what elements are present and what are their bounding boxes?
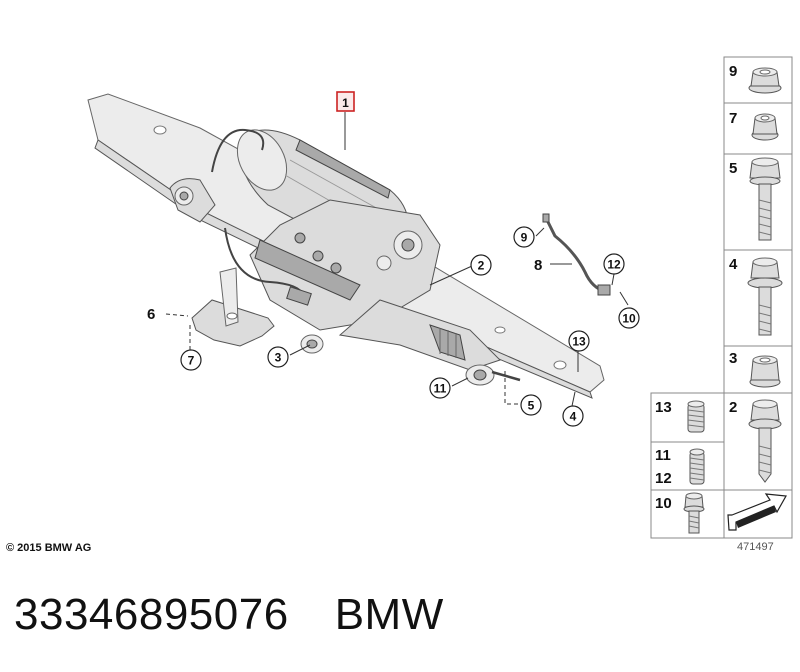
- callout-part-6[interactable]: 6: [147, 306, 155, 323]
- callout-part-11[interactable]: 11: [429, 377, 451, 399]
- callout-part-12[interactable]: 12: [603, 253, 625, 275]
- callout-label: 6: [147, 306, 155, 323]
- part-number: 33346895076: [14, 590, 289, 639]
- callout-label: 5: [528, 399, 535, 413]
- hardware-number: 5: [729, 160, 737, 177]
- callout-part-13[interactable]: 13: [568, 330, 590, 352]
- hardware-item-4[interactable]: 4: [729, 256, 783, 336]
- hardware-number: 7: [729, 110, 737, 127]
- hardware-number: 10: [655, 495, 672, 512]
- callout-part-1[interactable]: 1: [336, 91, 355, 112]
- callout-label: 9: [521, 231, 528, 245]
- callout-part-8[interactable]: 8: [534, 257, 542, 274]
- hardware-number: 9: [729, 63, 737, 80]
- threaded-insert-icon: [687, 400, 705, 433]
- callout-label: 13: [572, 335, 586, 349]
- callout-label: 1: [342, 96, 349, 110]
- callout-part-3[interactable]: 3: [267, 346, 289, 368]
- hardware-number: 3: [729, 350, 737, 367]
- drawing-number: 471497: [737, 541, 774, 553]
- hardware-number: 13: [655, 399, 672, 416]
- hex-bolt-icon: [749, 157, 781, 241]
- part-caption: 33346895076 BMW: [14, 590, 444, 640]
- callout-part-4[interactable]: 4: [562, 405, 584, 427]
- hardware-number: 11: [655, 447, 671, 464]
- hardware-item-3[interactable]: 3: [729, 350, 781, 388]
- bolt-with-washer-icon: [747, 257, 783, 336]
- direction-arrow-icon: [727, 493, 787, 531]
- hex-nut-icon: [751, 113, 779, 141]
- hardware-number: 2: [729, 399, 737, 416]
- hardware-item-5[interactable]: 5: [729, 157, 781, 241]
- callout-label: 12: [607, 258, 621, 272]
- callout-part-7[interactable]: 7: [180, 349, 202, 371]
- callout-part-10[interactable]: 10: [618, 307, 640, 329]
- callout-part-9[interactable]: 9: [513, 226, 535, 248]
- collar-nut-icon: [749, 355, 781, 388]
- callout-label: 11: [434, 382, 447, 396]
- copyright-notice: © 2015 BMW AG: [6, 542, 92, 554]
- flange-nut-icon: [748, 67, 782, 94]
- callout-part-5[interactable]: 5: [520, 394, 542, 416]
- long-bolt-icon: [748, 399, 782, 483]
- threaded-sleeve-icon: [689, 448, 705, 485]
- hardware-panel: [650, 56, 793, 539]
- hardware-item-13[interactable]: 13: [655, 399, 705, 433]
- hardware-item-2[interactable]: 2: [729, 399, 782, 483]
- callout-label: 10: [622, 312, 636, 326]
- callout-label: 8: [534, 257, 542, 274]
- hardware-number: 4: [729, 256, 738, 273]
- callout-part-2[interactable]: 2: [470, 254, 492, 276]
- parts-diagram: 1 2 3 4 5 6 7 8 9 10 11 12: [87, 56, 793, 539]
- hardware-item-10[interactable]: 10: [655, 492, 705, 534]
- callout-label: 7: [188, 354, 195, 368]
- callout-label: 4: [570, 410, 577, 424]
- callout-label: 3: [275, 351, 282, 365]
- brand-name: BMW: [334, 590, 444, 639]
- hardware-item-7[interactable]: 7: [729, 110, 779, 141]
- short-bolt-icon: [683, 492, 705, 534]
- hardware-number: 12: [655, 470, 672, 487]
- hardware-item-12[interactable]: 12: [655, 470, 672, 487]
- leader-lines: [165, 112, 629, 407]
- hardware-item-11[interactable]: 11: [655, 447, 705, 485]
- callout-label: 2: [478, 259, 485, 273]
- rear-axle-steering-assembly: [87, 93, 611, 399]
- hardware-item-9[interactable]: 9: [729, 63, 782, 94]
